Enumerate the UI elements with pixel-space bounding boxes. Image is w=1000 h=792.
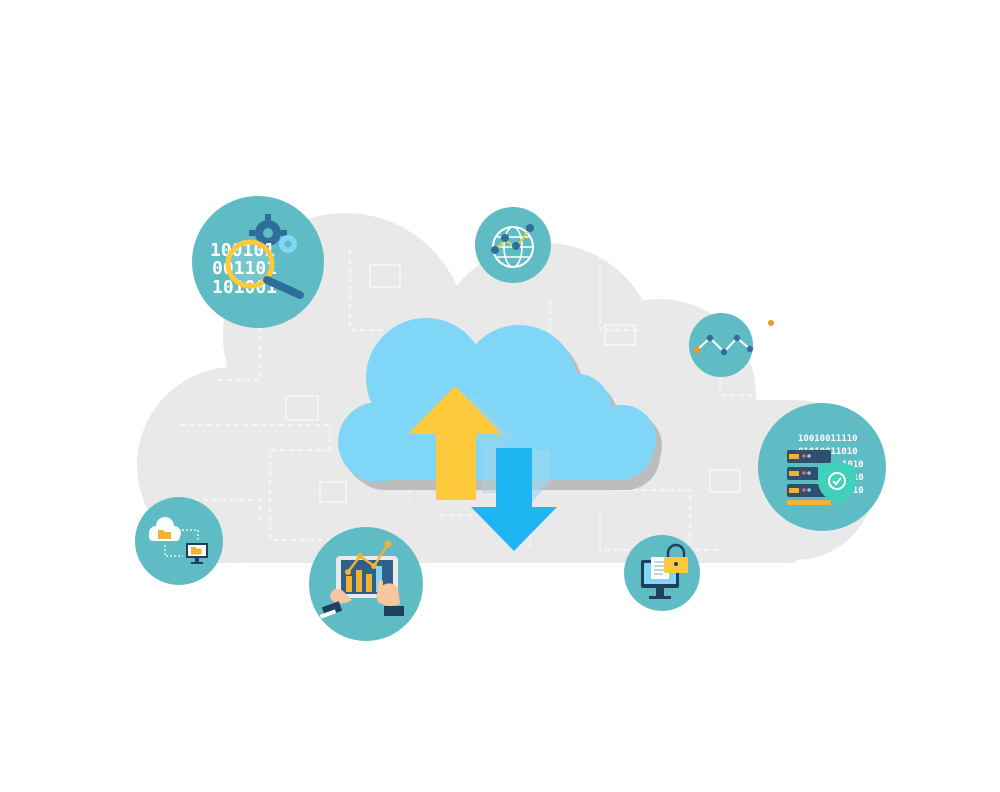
data-search-badge: 100101 001101 101001	[192, 196, 324, 328]
accent-dot	[768, 320, 774, 326]
line-graph-icon	[693, 334, 754, 356]
download-arrow-icon	[471, 448, 557, 551]
secure-server-badge: 10010011110 01010011010 1010 1010 1010	[758, 403, 886, 531]
line-graph-badge	[689, 313, 754, 377]
main-cloud	[338, 318, 662, 551]
cloud-folder-transfer-icon	[149, 517, 208, 564]
shield-check-icon	[818, 461, 856, 504]
computer-lock-icon	[641, 543, 688, 599]
server-binary-line-3: 1010	[842, 460, 864, 470]
globe-location-badge	[475, 207, 551, 283]
tablet-analytics-badge	[309, 527, 423, 641]
magnifier-icon	[225, 239, 304, 299]
cloud-transfer-badge	[135, 497, 223, 585]
circuit-boxes	[285, 264, 741, 503]
globe-location-icon	[491, 224, 534, 268]
hand-icon	[319, 580, 404, 619]
computer-lock-badge	[624, 535, 700, 611]
upload-arrow-icon	[408, 386, 517, 500]
server-binary-line-1: 10010011110	[798, 434, 858, 444]
